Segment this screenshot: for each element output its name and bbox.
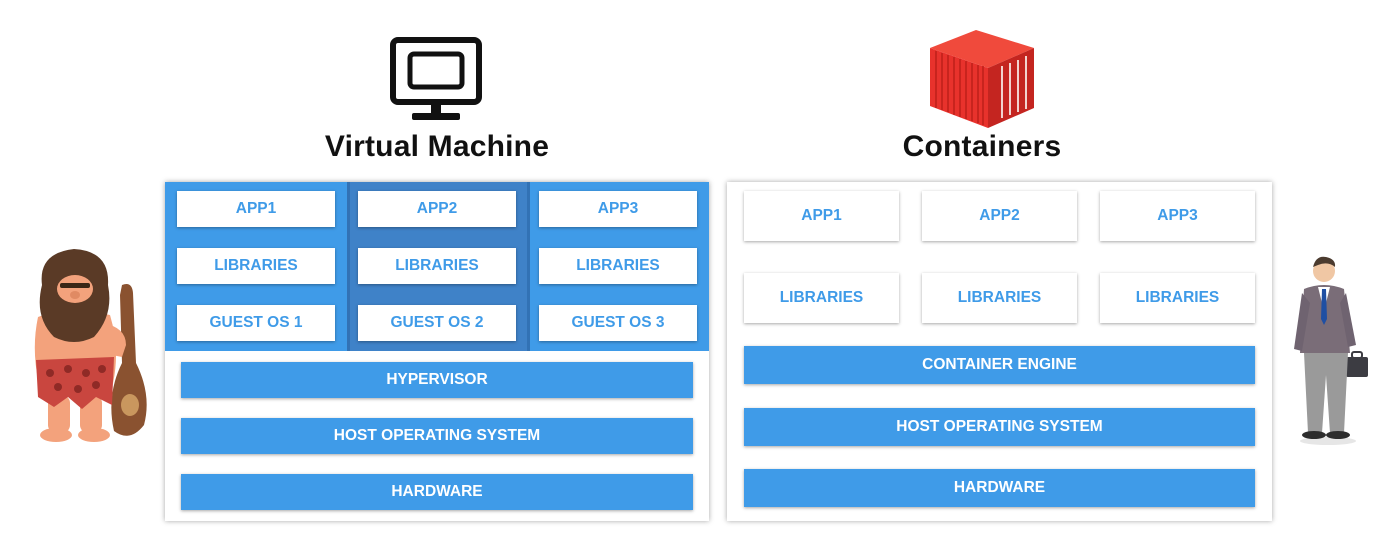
column-divider [527,182,530,351]
vm-libraries-box: LIBRARIES [539,248,697,284]
vm-panel: APP1 APP2 APP3 LIBRARIES LIBRARIES LIBRA… [165,182,709,521]
vm-guest-os-box: GUEST OS 3 [539,305,697,341]
vm-title: Virtual Machine [324,130,550,163]
column-divider [347,182,350,351]
container-libraries-box: LIBRARIES [744,273,899,323]
vm-app-box: APP1 [177,191,335,227]
container-libraries-box: LIBRARIES [922,273,1077,323]
vm-app-box: APP3 [539,191,697,227]
container-app-box: APP2 [922,191,1077,241]
vm-guest-os-box: GUEST OS 2 [358,305,516,341]
containers-hardware-layer: HARDWARE [744,469,1255,507]
container-app-box: APP1 [744,191,899,241]
containers-host-os-layer: HOST OPERATING SYSTEM [744,408,1255,446]
monitor-icon [390,37,482,123]
container-app-box: APP3 [1100,191,1255,241]
hypervisor-layer: HYPERVISOR [181,362,693,398]
vm-libraries-box: LIBRARIES [177,248,335,284]
vm-host-os-layer: HOST OPERATING SYSTEM [181,418,693,454]
businessman-illustration [1288,253,1370,446]
vm-hardware-layer: HARDWARE [181,474,693,510]
containers-panel: APP1 APP2 APP3 LIBRARIES LIBRARIES LIBRA… [727,182,1272,521]
vm-app-box: APP2 [358,191,516,227]
container-libraries-box: LIBRARIES [1100,273,1255,323]
vm-guest-os-box: GUEST OS 1 [177,305,335,341]
caveman-illustration [18,245,158,445]
containers-title: Containers [902,130,1062,163]
shipping-container-icon [926,26,1038,132]
vm-libraries-box: LIBRARIES [358,248,516,284]
container-engine-layer: CONTAINER ENGINE [744,346,1255,384]
